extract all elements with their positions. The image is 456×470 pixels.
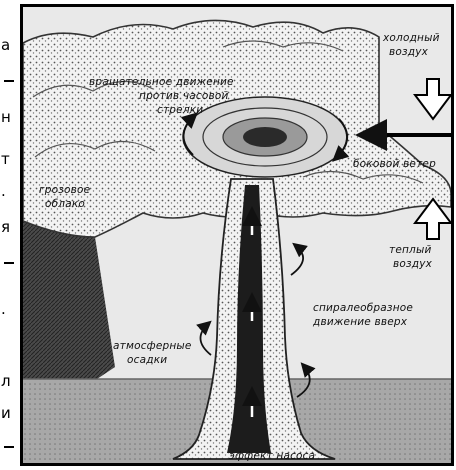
label-rotation: стрелки — [157, 104, 203, 116]
margin-dash — [4, 262, 14, 264]
label-storm-cloud: облако — [45, 198, 85, 210]
diagram-canvas: холодный воздух вращательное движение пр… — [23, 7, 451, 463]
label-precipitation: осадки — [127, 354, 167, 366]
tornado-diagram: холодный воздух вращательное движение пр… — [20, 4, 454, 466]
margin-fragment: а — [1, 36, 10, 54]
label-cold-air: воздух — [389, 46, 429, 58]
margin-fragment: т — [1, 150, 10, 168]
label-spiral: спиралеобразное — [313, 302, 413, 314]
label-side-wind: боковой ветер — [353, 158, 436, 170]
margin-strip: а н т . я . л и — [0, 0, 20, 470]
label-precipitation: атмосферные — [113, 340, 192, 352]
margin-dash — [4, 446, 14, 448]
label-rotation: вращательное движение — [89, 76, 234, 88]
label-spiral: движение вверх — [312, 316, 408, 328]
label-warm-air: теплый — [389, 244, 431, 256]
margin-fragment: л — [1, 372, 11, 390]
margin-dash — [4, 80, 14, 82]
margin-fragment: и — [1, 404, 11, 422]
label-warm-air: воздух — [393, 258, 433, 270]
margin-fragment: н — [1, 108, 11, 126]
label-storm-cloud: грозовое — [39, 184, 90, 196]
label-cold-air: холодный — [382, 32, 440, 44]
margin-fragment: . — [1, 182, 6, 200]
vortex — [183, 97, 347, 177]
margin-fragment: я — [1, 218, 10, 236]
margin-fragment: . — [1, 300, 6, 318]
label-rotation: против часовой — [139, 90, 229, 102]
label-pump-effect: эффект насоса — [229, 450, 315, 462]
